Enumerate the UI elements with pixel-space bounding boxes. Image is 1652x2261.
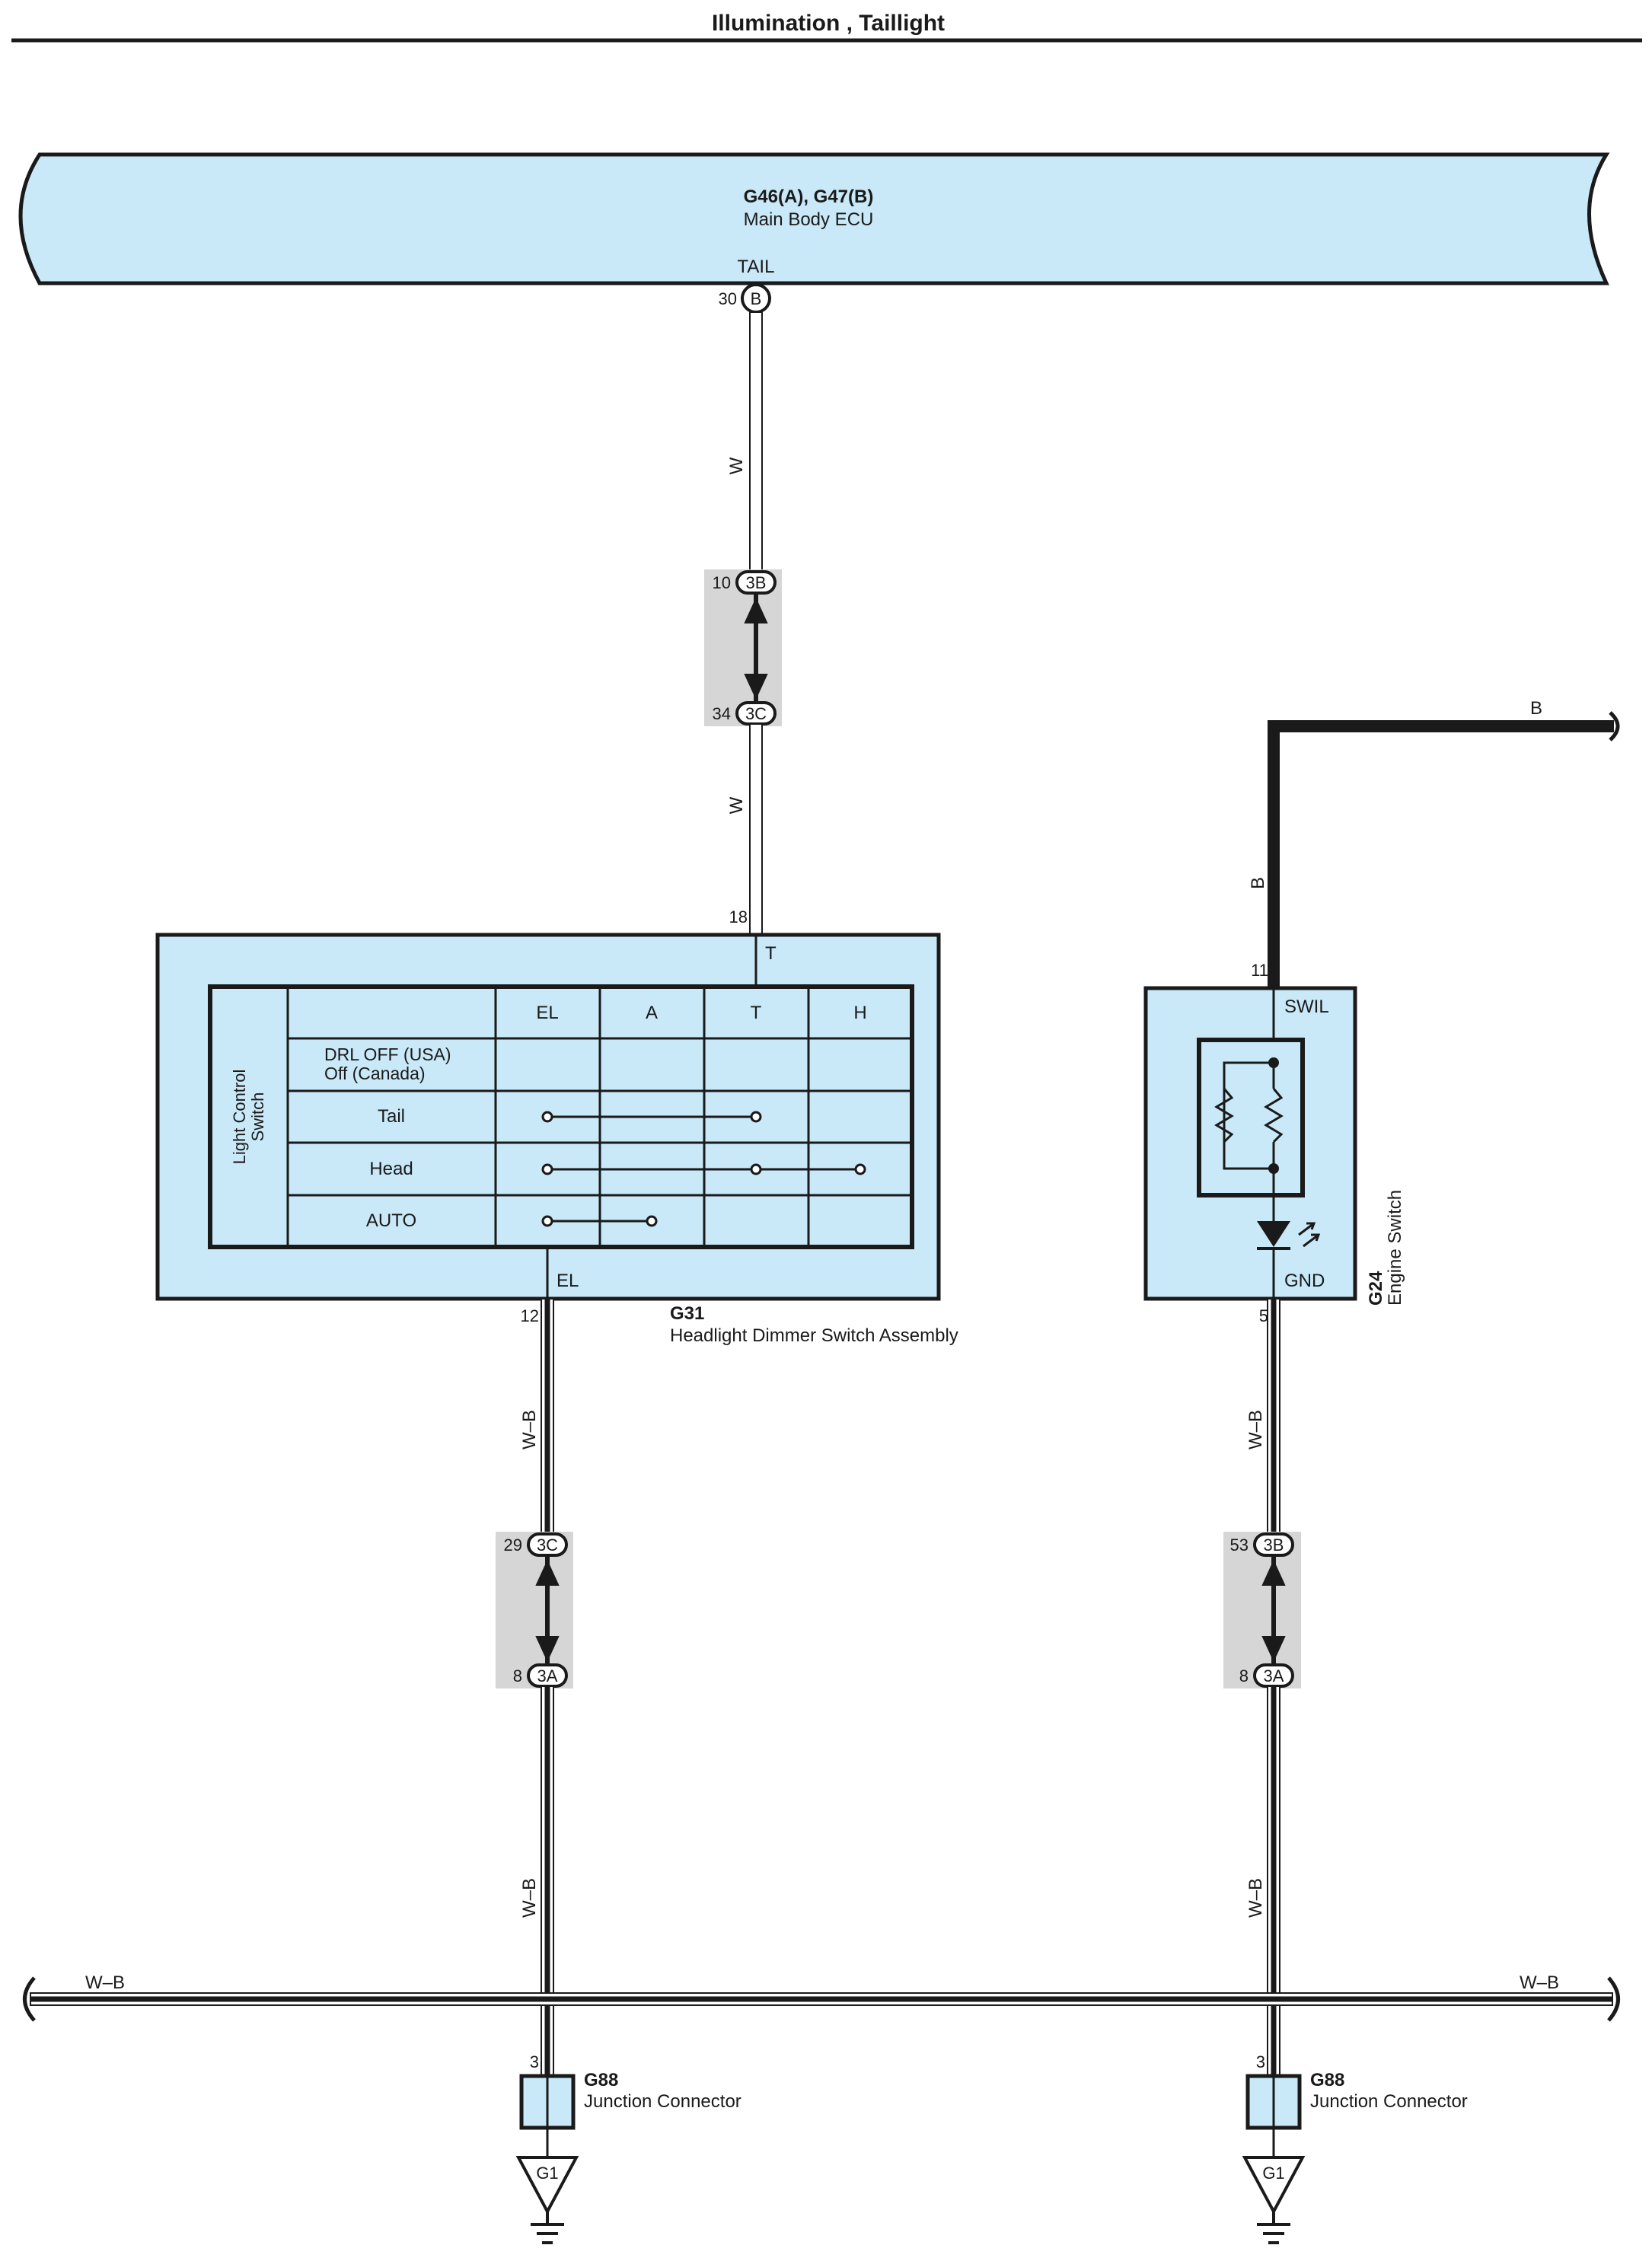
switch-contact-dot	[541, 1215, 553, 1227]
wire-label-w-lower: W	[726, 796, 747, 814]
junction-right-code: G88	[1310, 2070, 1344, 2090]
wire-b-heavy	[1268, 720, 1614, 988]
splice-left-3a-id: 3A	[537, 1666, 558, 1685]
resistor-left-icon	[1214, 1088, 1234, 1143]
junction-left-name: Junction Connector	[584, 2091, 741, 2112]
switch-contact-dot	[541, 1111, 553, 1123]
row-label-head: Head	[369, 1159, 413, 1179]
splice-top-bg	[704, 569, 782, 726]
dimmer-terminal-t: T	[765, 943, 777, 964]
splice-right-pin-a: 53	[1230, 1536, 1249, 1555]
splice-right-bg	[1223, 1532, 1301, 1689]
row-label-off-canada: Off (Canada)	[324, 1064, 426, 1083]
resistor-right-icon	[1264, 1088, 1284, 1143]
ground-left-symbol-icon	[531, 2212, 564, 2244]
junction-right-name: Junction Connector	[1310, 2091, 1468, 2112]
engine-pin-bottom: 5	[1259, 1306, 1268, 1325]
splice-left-arrow	[535, 1555, 560, 1666]
switch-label-line1: Light Control	[230, 1070, 249, 1165]
engine-terminal-gnd: GND	[1284, 1271, 1325, 1291]
wire-label-wb-right-upper: W–B	[1245, 1410, 1266, 1449]
splice-right-pin-b: 8	[1239, 1666, 1249, 1685]
switch-contact-dot	[750, 1111, 762, 1123]
splice-left-bg	[496, 1532, 573, 1689]
column-header-a: A	[646, 1003, 658, 1023]
page-title: Illumination , Taillight	[712, 11, 945, 36]
wire-label-wb-left-lower: W–B	[519, 1878, 540, 1918]
junction-left-pin: 3	[530, 2052, 539, 2071]
ecu-name: Main Body ECU	[744, 209, 874, 230]
wire-w-lower	[749, 723, 763, 936]
splice-top-3b-id: 3B	[746, 573, 767, 592]
wire-label-bus-right: W–B	[1520, 1972, 1559, 1993]
wire-wb-bus	[23, 1976, 1620, 2022]
switch-contact-dot	[541, 1163, 553, 1175]
column-header-t: T	[751, 1003, 762, 1023]
ecu-connector-id: B	[751, 289, 762, 308]
engine-name: Engine Switch	[1385, 1190, 1405, 1306]
splice-left-pin-a: 29	[504, 1536, 522, 1555]
switch-connection-marks	[541, 1111, 866, 1227]
ecu-pin: 30	[719, 289, 737, 308]
splice-top-3c-id: 3C	[745, 704, 767, 723]
wire-label-bus-left: W–B	[85, 1972, 125, 1993]
row-label-tail: Tail	[378, 1106, 405, 1127]
wire-label-w-upper: W	[726, 457, 747, 474]
splice-top-arrow	[744, 593, 768, 703]
column-header-el: EL	[536, 1003, 558, 1023]
row-label-auto: AUTO	[366, 1210, 416, 1231]
dimmer-code: G31	[670, 1303, 704, 1324]
led-light-rays-icon	[1298, 1222, 1321, 1248]
ecu-box	[18, 152, 1610, 285]
splice-right-3a-id: 3A	[1264, 1666, 1284, 1685]
splice-right-3b-id: 3B	[1264, 1536, 1284, 1555]
ground-left-icon	[515, 2156, 579, 2215]
splice-left-pin-b: 8	[513, 1666, 522, 1685]
splice-right-arrow	[1261, 1555, 1286, 1666]
switch-contact-dot	[750, 1163, 762, 1175]
junction-left-code: G88	[584, 2070, 618, 2090]
ground-right-id: G1	[1262, 2164, 1284, 2183]
dimmer-pin-top: 18	[729, 907, 748, 926]
splice-top-pin-a: 10	[713, 573, 731, 592]
ecu-code: G46(A), G47(B)	[744, 187, 874, 207]
ground-right-icon	[1242, 2156, 1306, 2215]
wire-b-break	[1609, 711, 1620, 741]
splice-top-pin-b: 34	[713, 704, 731, 723]
wire-label-b-vertical: B	[1248, 877, 1268, 889]
junction-right-pin: 3	[1256, 2052, 1265, 2071]
dimmer-name: Headlight Dimmer Switch Assembly	[670, 1325, 958, 1346]
ground-right-symbol-icon	[1257, 2212, 1290, 2244]
engine-pin-top: 11	[1251, 961, 1268, 980]
engine-code: G24	[1366, 1271, 1386, 1306]
switch-label-line2: Switch	[248, 1092, 267, 1142]
wire-label-wb-left-upper: W–B	[519, 1410, 540, 1449]
ecu-terminal-label: TAIL	[738, 257, 775, 277]
row-label-drl-off: DRL OFF (USA)	[324, 1044, 451, 1064]
engine-switch-illumination	[1197, 988, 1321, 1299]
wire-label-b-horizontal: B	[1530, 698, 1542, 719]
ground-left-id: G1	[536, 2164, 558, 2183]
dimmer-pin-bottom: 12	[521, 1306, 539, 1325]
dimmer-terminal-el: EL	[557, 1271, 579, 1291]
switch-contact-dot	[646, 1215, 658, 1227]
splice-left-3c-id: 3C	[537, 1536, 558, 1555]
led-icon	[1257, 1221, 1290, 1247]
switch-contact-dot	[854, 1163, 866, 1175]
engine-terminal-swil: SWIL	[1284, 997, 1329, 1017]
wire-w-upper	[749, 311, 763, 572]
wire-label-wb-right-lower: W–B	[1245, 1878, 1266, 1918]
column-header-h: H	[853, 1003, 866, 1023]
